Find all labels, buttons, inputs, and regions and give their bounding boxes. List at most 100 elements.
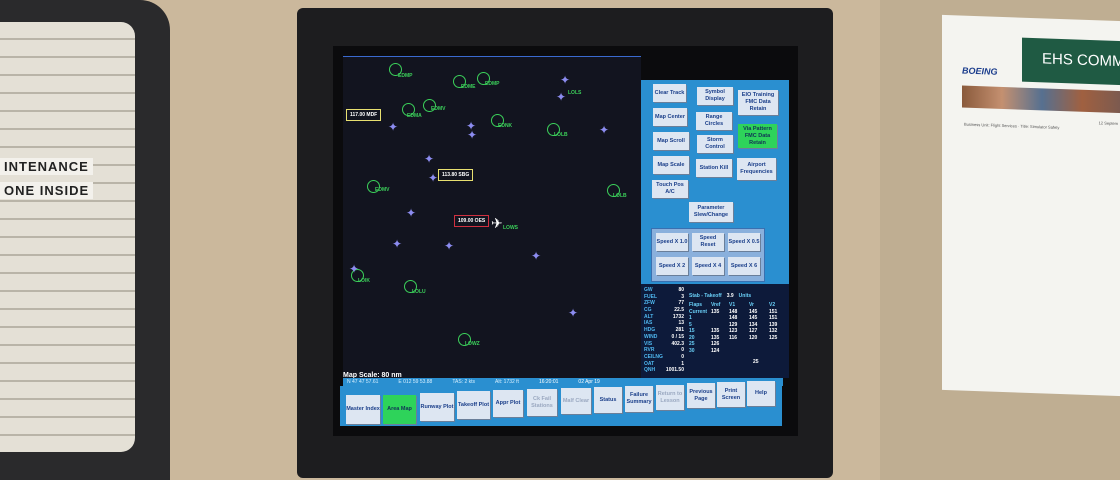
poster-title: EHS COMMUN bbox=[1022, 37, 1120, 86]
waypoint-label: EDMP bbox=[485, 81, 500, 87]
map-scale-button[interactable]: Map Scale bbox=[653, 156, 689, 174]
latitude: N 47 47 57.61 bbox=[347, 379, 379, 385]
waypoint-icon[interactable] bbox=[458, 333, 471, 346]
help-button[interactable]: Help bbox=[747, 381, 775, 406]
param-label: CEILNG bbox=[644, 353, 663, 360]
vspeed-cell: 135 bbox=[711, 328, 720, 334]
param-value: 1001.50 bbox=[665, 367, 684, 374]
param-value: 1732 bbox=[672, 313, 684, 320]
map-scale: Map Scale: 80 nm bbox=[343, 372, 402, 379]
vspeed-cell bbox=[749, 348, 769, 355]
extra-value: 25 bbox=[753, 359, 759, 365]
vor-star-icon: ✦ bbox=[568, 306, 579, 320]
vspeed-cell: Vref bbox=[711, 302, 721, 308]
via-pattern-button[interactable]: Via Pattern FMC Data Retain bbox=[738, 124, 777, 148]
speed-x4-button[interactable]: Speed X 4 bbox=[692, 257, 724, 275]
clear-track-button[interactable]: Clear Track bbox=[653, 84, 686, 102]
return-to-lesson-button[interactable]: Return to Lesson bbox=[656, 385, 684, 410]
param-label: OAT bbox=[644, 360, 655, 367]
param-row: ALT 1732 bbox=[644, 314, 684, 321]
maintenance-sign: INTENANCE bbox=[0, 158, 93, 175]
area-map-button[interactable]: Area Map bbox=[383, 395, 416, 424]
window-blind bbox=[0, 22, 135, 452]
vor-star-icon: ✦ bbox=[560, 73, 571, 87]
boeing-logo: BOEING bbox=[962, 65, 998, 77]
param-row: WIND 0 / 15 bbox=[644, 334, 684, 341]
speed-x1-button[interactable]: Speed X 1.0 bbox=[656, 233, 688, 251]
vspeed-cell: 145 bbox=[749, 315, 758, 321]
failure-summary-button[interactable]: Failure Summary bbox=[625, 386, 653, 412]
vspeed-cell: 25 bbox=[689, 341, 695, 347]
eio-training-button[interactable]: EIO Training FMC Data Retain bbox=[738, 90, 778, 115]
aircraft-icon[interactable]: ✈ bbox=[491, 215, 503, 231]
param-value: 0 bbox=[681, 353, 684, 360]
waypoint-label: LOWS bbox=[503, 225, 518, 231]
speed-reset-button[interactable]: Speed Reset bbox=[692, 233, 724, 251]
waypoint-icon[interactable] bbox=[453, 75, 466, 88]
control-panel: Clear Track Symbol Display EIO Training … bbox=[641, 80, 789, 284]
vspeed-cell: 148 bbox=[729, 308, 738, 315]
param-value: 13 bbox=[678, 320, 684, 327]
symbol-display-button[interactable]: Symbol Display bbox=[697, 87, 733, 105]
parameter-slew-button[interactable]: Parameter Slew/Change bbox=[689, 202, 733, 222]
range-circles-button[interactable]: Range Circles bbox=[696, 112, 732, 130]
param-label: ALT bbox=[644, 313, 654, 320]
param-label: FUEL bbox=[644, 293, 658, 300]
malf-clear-button[interactable]: Malf Clear bbox=[561, 388, 591, 414]
waypoint-icon[interactable] bbox=[607, 184, 620, 197]
waypoint-icon[interactable] bbox=[351, 269, 364, 282]
takeoff-plot-button[interactable]: Takeoff Plot bbox=[457, 391, 490, 419]
area-map[interactable]: EDMP EDME EDMP LOLS EDMA EDMV EDNK LOLB … bbox=[343, 56, 641, 379]
vspeed-cell: 135 bbox=[711, 334, 720, 341]
runway-plot-button[interactable]: Runway Plot bbox=[420, 393, 454, 421]
vspeed-cell: 116 bbox=[729, 334, 738, 341]
waypoint-icon[interactable] bbox=[477, 72, 490, 85]
master-index-button[interactable]: Master Index bbox=[346, 395, 380, 424]
status-button[interactable]: Status bbox=[594, 387, 622, 413]
touch-pos-button[interactable]: Touch Pos A/C bbox=[652, 180, 688, 198]
param-value: 0 / 15 bbox=[671, 333, 684, 340]
vspeed-cell: 151 bbox=[769, 315, 778, 321]
navaid-label[interactable]: 117.00 MDF bbox=[346, 109, 382, 121]
waypoint-icon[interactable] bbox=[404, 280, 417, 293]
map-scroll-button[interactable]: Map Scroll bbox=[653, 132, 689, 150]
vspeed-cell: Current bbox=[689, 308, 708, 315]
waypoint-icon[interactable] bbox=[547, 123, 560, 136]
speed-x2-button[interactable]: Speed X 2 bbox=[656, 257, 688, 275]
stab-header: Stab - Takeoff 3.9 Units bbox=[689, 293, 751, 299]
appr-plot-button[interactable]: Appr Plot bbox=[493, 390, 523, 417]
units-label: Units bbox=[738, 293, 752, 299]
speed-x05-button[interactable]: Speed X 0.5 bbox=[728, 233, 760, 251]
navaid-label[interactable]: 109.00 OES bbox=[454, 215, 490, 227]
print-screen-button[interactable]: Print Screen bbox=[717, 382, 745, 407]
param-label: WIND bbox=[644, 333, 658, 340]
waypoint-icon[interactable] bbox=[423, 99, 436, 112]
navaid-label[interactable]: 113.80 SBG bbox=[438, 169, 474, 181]
vspeed-cell: 148 bbox=[729, 315, 738, 321]
map-center-button[interactable]: Map Center bbox=[653, 108, 687, 126]
ck-fail-stations-button[interactable]: Ck Fail Stations bbox=[527, 389, 557, 416]
waypoint-label: EDMA bbox=[407, 113, 422, 119]
previous-page-button[interactable]: Previous Page bbox=[687, 383, 715, 408]
vor-star-icon: ✦ bbox=[424, 152, 435, 166]
waypoint-icon[interactable] bbox=[491, 114, 504, 127]
vspeed-cell: 124 bbox=[711, 347, 720, 354]
waypoint-label: EDNK bbox=[498, 123, 513, 129]
waypoint-label: LOWZ bbox=[465, 341, 480, 347]
vor-star-icon: ✦ bbox=[467, 128, 478, 142]
storm-control-button[interactable]: Storm Control bbox=[697, 135, 733, 153]
waypoint-icon[interactable] bbox=[402, 103, 415, 116]
inside-sign: ONE INSIDE bbox=[0, 182, 94, 199]
speed-x6-button[interactable]: Speed X 6 bbox=[728, 257, 760, 275]
airport-frequencies-button[interactable]: Airport Frequencies bbox=[737, 158, 776, 180]
waypoint-icon[interactable] bbox=[367, 180, 380, 193]
waypoint-icon[interactable] bbox=[389, 63, 402, 76]
station-kill-button[interactable]: Station Kill bbox=[696, 159, 732, 177]
